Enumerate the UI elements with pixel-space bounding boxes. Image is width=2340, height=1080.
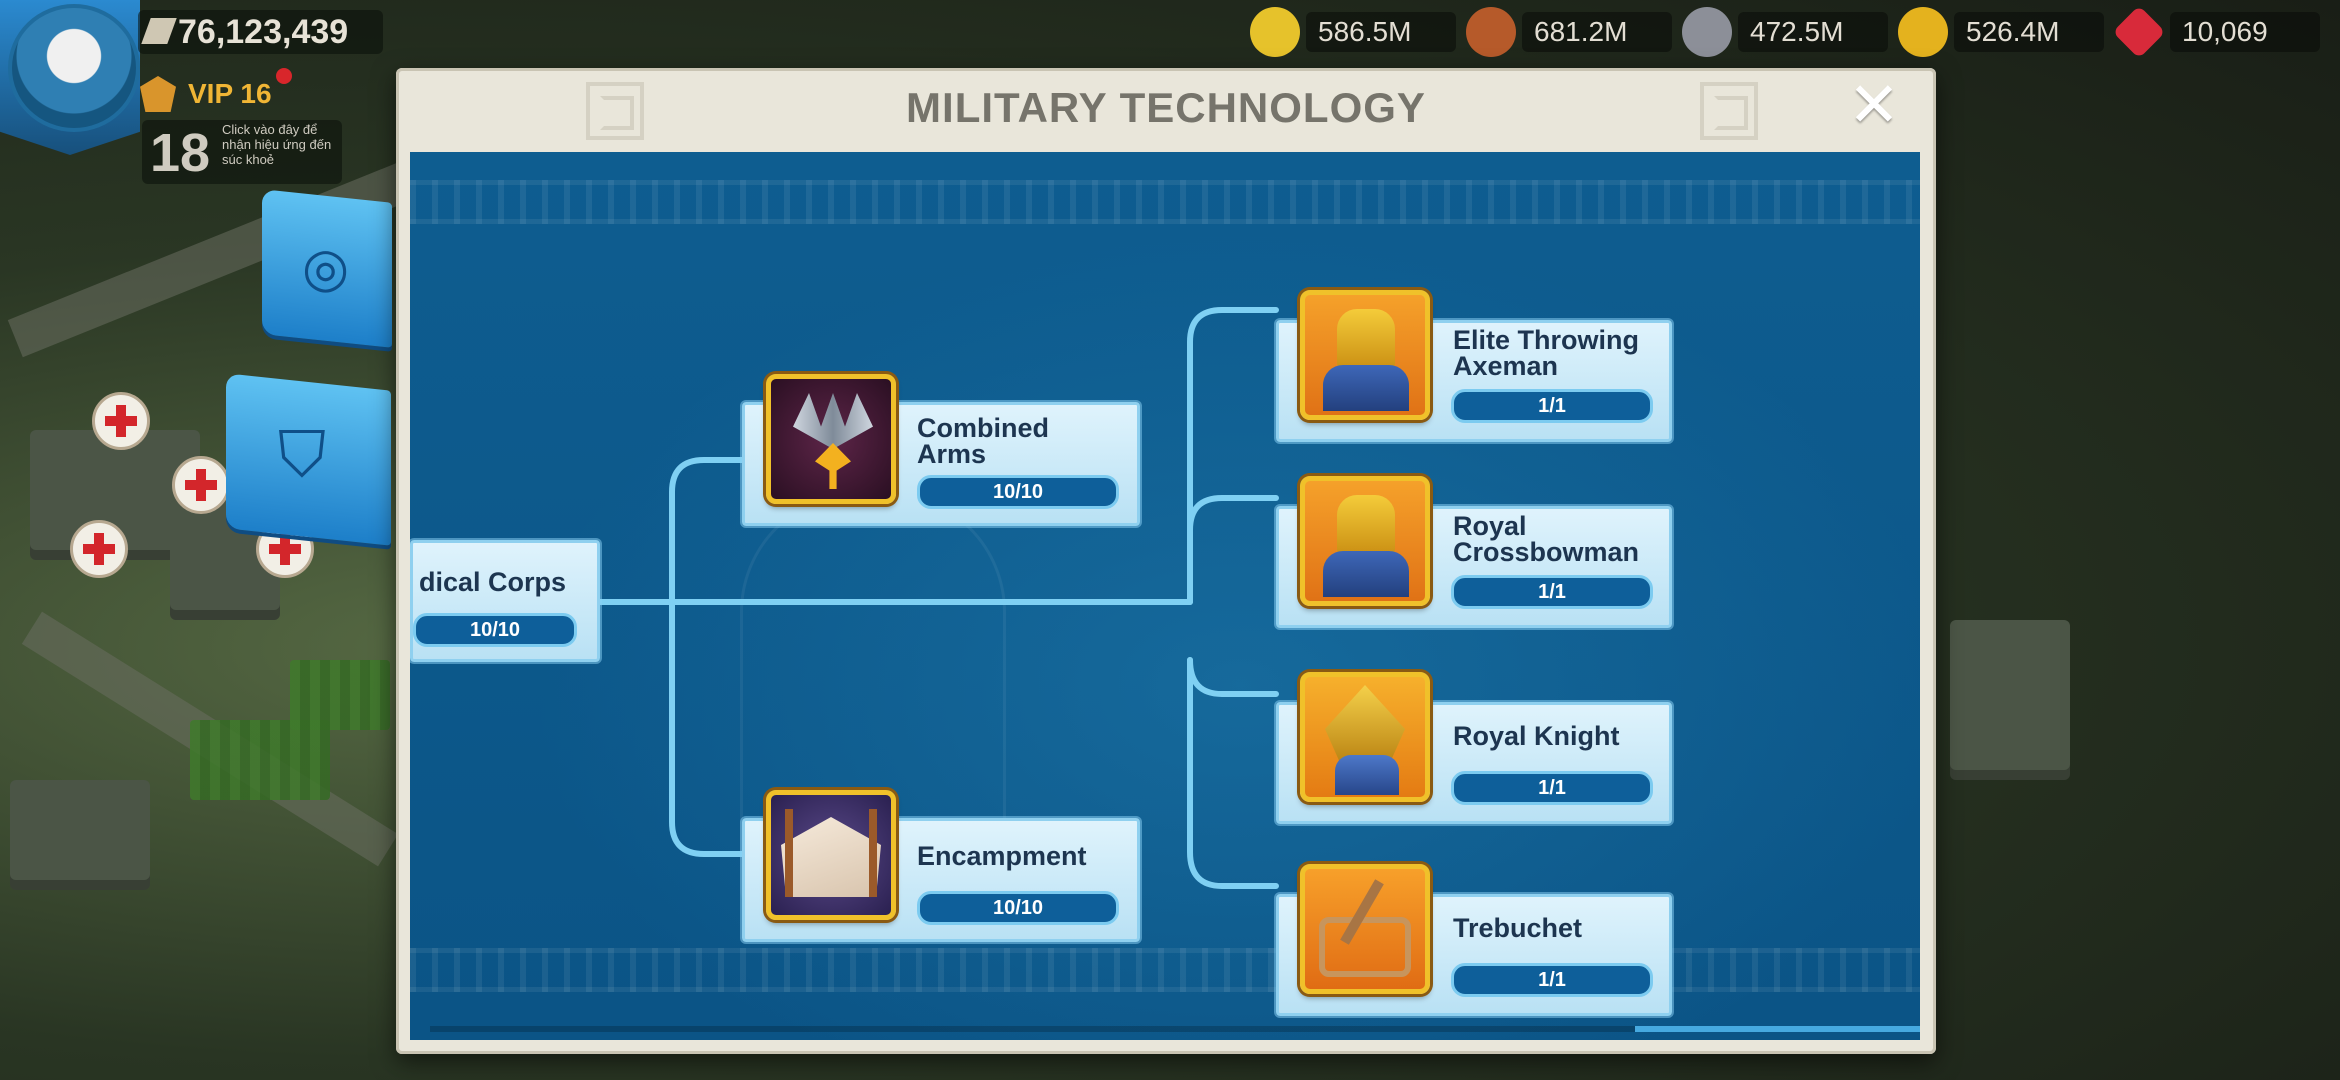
vip-crest-icon — [140, 76, 176, 112]
tech-progress: 10/10 — [413, 613, 577, 647]
buff-notice[interactable]: 18 Click vào đây để nhận hiệu ứng đến sú… — [142, 120, 342, 184]
power-value: 76,123,439 — [178, 13, 349, 51]
combined-arms-icon[interactable] — [766, 374, 896, 504]
tech-title: Trebuchet — [1453, 913, 1583, 943]
greek-key-ornament-icon — [586, 82, 644, 140]
tech-title: Elite Throwing — [1453, 325, 1639, 355]
resource-value: 10,069 — [2170, 12, 2320, 52]
close-button[interactable]: ✕ — [1848, 71, 1900, 140]
resource-value: 526.4M — [1954, 12, 2104, 52]
resource-gold[interactable]: 526.4M — [1898, 4, 2104, 60]
military-technology-dialog: MILITARY TECHNOLOGY ✕ dical Corps 10/10 — [396, 68, 1936, 1054]
tech-title: Crossbowman — [1453, 537, 1640, 567]
encampment-tent-icon[interactable] — [766, 790, 896, 920]
tech-title: Royal Knight — [1453, 721, 1620, 751]
resource-bar: 586.5M 681.2M 472.5M 526.4M 10,069 — [1250, 4, 2340, 62]
horizontal-scrollbar[interactable] — [430, 1026, 1920, 1032]
notification-dot — [276, 68, 292, 84]
connector-combined — [669, 457, 745, 605]
hospital-cross-icon — [70, 520, 128, 578]
buff-text: Click vào đây để nhận hiệu ứng đến súc k… — [222, 122, 332, 167]
buff-count: 18 — [150, 123, 211, 183]
resource-gems[interactable]: 10,069 — [2112, 4, 2320, 60]
tech-node-medical-corps[interactable]: dical Corps 10/10 — [410, 540, 600, 662]
tech-node-trebuchet[interactable]: Trebuchet 1/1 — [1276, 894, 1672, 1016]
trebuchet-siege-icon[interactable] — [1300, 864, 1430, 994]
tech-progress: 10/10 — [917, 891, 1119, 925]
vip-badge[interactable]: VIP 16 — [140, 74, 272, 114]
tab-military-technology[interactable]: ⛉ — [226, 373, 391, 546]
hospital-cross-icon — [172, 456, 230, 514]
vip-label: VIP 16 — [188, 78, 272, 109]
connector-knight — [1187, 657, 1279, 697]
hospital-cross-icon — [92, 392, 150, 450]
coin-stack-icon: ◎ — [302, 237, 350, 298]
power-icon — [141, 18, 177, 44]
corn-icon — [1250, 7, 1300, 57]
connector-trebuchet — [1187, 657, 1279, 889]
dialog-title: MILITARY TECHNOLOGY — [906, 84, 1426, 131]
resource-wood[interactable]: 681.2M — [1466, 4, 1672, 60]
tech-title: dical Corps — [419, 567, 567, 597]
sword-shield-icon: ⛉ — [278, 418, 326, 491]
crossbowman-unit-icon[interactable] — [1300, 476, 1430, 606]
connector-axeman — [1187, 307, 1279, 605]
resource-value: 472.5M — [1738, 12, 1888, 52]
scrollbar-thumb[interactable] — [1635, 1026, 1920, 1032]
resource-stone[interactable]: 472.5M — [1682, 4, 1888, 60]
tech-title: Axeman — [1453, 351, 1559, 381]
connector-crossbow — [1187, 495, 1279, 533]
tech-tree-panel[interactable]: dical Corps 10/10 Combined Arms 10/10 En… — [410, 152, 1920, 1040]
knight-unit-icon[interactable] — [1300, 672, 1430, 802]
red-gem-icon — [2112, 5, 2166, 59]
connector-encampment — [669, 599, 745, 857]
resource-value: 586.5M — [1306, 12, 1456, 52]
dialog-header: MILITARY TECHNOLOGY ✕ — [396, 68, 1936, 148]
tech-progress: 1/1 — [1451, 575, 1653, 609]
stone-icon — [1682, 7, 1732, 57]
tech-node-royal-knight[interactable]: Royal Knight 1/1 — [1276, 702, 1672, 824]
tech-progress: 10/10 — [917, 475, 1119, 509]
tech-title: Arms — [917, 439, 987, 469]
tech-title: Combined — [917, 413, 1049, 443]
axeman-unit-icon[interactable] — [1300, 290, 1430, 420]
tab-economic-technology[interactable]: ◎ — [262, 189, 392, 348]
tech-title: Royal — [1453, 511, 1527, 541]
tech-progress: 1/1 — [1451, 771, 1653, 805]
resource-food[interactable]: 586.5M — [1250, 4, 1456, 60]
tech-title: Encampment — [917, 841, 1087, 871]
player-avatar[interactable] — [8, 4, 140, 132]
tech-node-encampment[interactable]: Encampment 10/10 — [742, 818, 1140, 942]
tech-progress: 1/1 — [1451, 963, 1653, 997]
tech-progress: 1/1 — [1451, 389, 1653, 423]
resource-value: 681.2M — [1522, 12, 1672, 52]
wood-log-icon — [1466, 7, 1516, 57]
tech-tree-connectors — [597, 307, 1279, 889]
gold-coin-icon — [1898, 7, 1948, 57]
greek-key-ornament-icon — [1700, 82, 1758, 140]
meander-border — [410, 180, 1920, 224]
power-display: 76,123,439 — [138, 10, 383, 54]
